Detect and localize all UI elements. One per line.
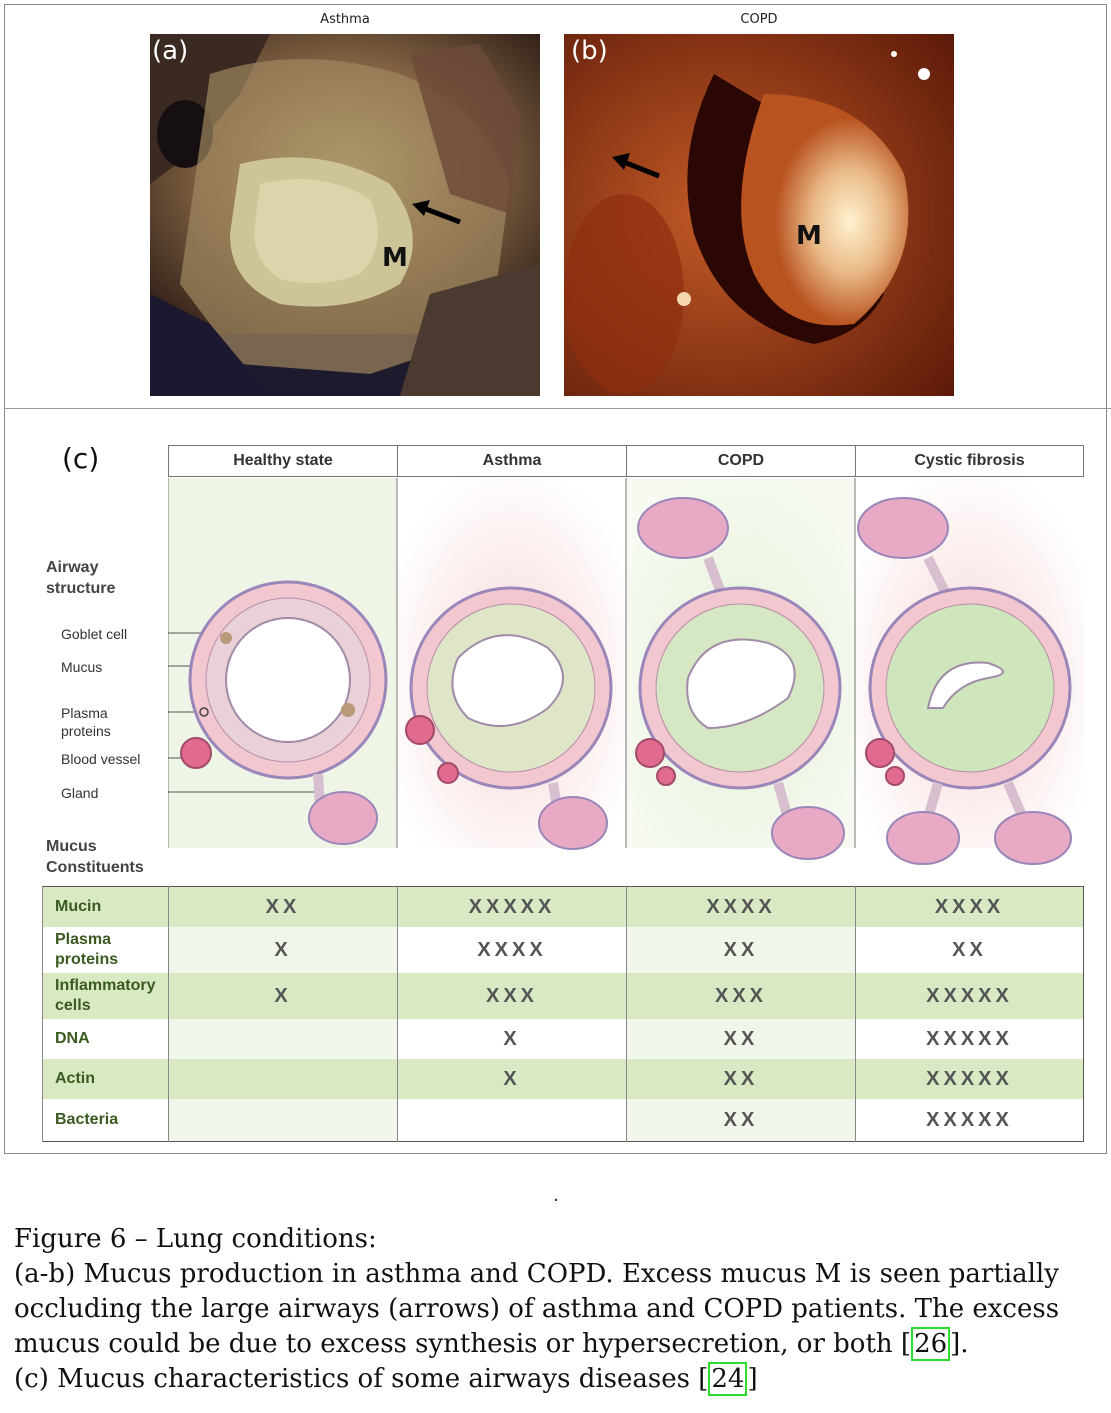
label-mucus: Mucus — [61, 658, 102, 676]
constituent-value-cell: XXXXX — [856, 1059, 1084, 1099]
constituent-value-cell: XXXXX — [856, 1099, 1084, 1142]
citation-link-24[interactable]: 24 — [708, 1362, 747, 1396]
panel-c-letter: (c) — [62, 442, 99, 475]
constituent-value-cell: X — [169, 973, 398, 1019]
citation-link-26[interactable]: 26 — [911, 1327, 950, 1361]
constituent-value-cell: XX — [169, 887, 398, 928]
column-header-healthy: Healthy state — [168, 445, 398, 477]
constituent-label: DNA — [43, 1019, 169, 1059]
mucus-mark-b: M — [796, 221, 822, 251]
panel-b-title: COPD — [564, 12, 954, 27]
label-plasma-proteins: Plasma proteins — [61, 704, 111, 740]
constituent-value-cell: XX — [627, 1099, 856, 1142]
mucus-constituents-heading: Mucus Constituents — [46, 836, 144, 878]
constituent-value-cell — [169, 1099, 398, 1142]
column-header-asthma: Asthma — [397, 445, 627, 477]
constituent-value-cell: XXXX — [627, 887, 856, 928]
separator-dot: . — [553, 1185, 559, 1206]
constituent-value-cell: XXXXX — [398, 887, 627, 928]
constituent-label: Actin — [43, 1059, 169, 1099]
constituent-value-cell: XX — [627, 1019, 856, 1059]
column-header-cystic-fibrosis: Cystic fibrosis — [855, 445, 1084, 477]
caption-ab: (a-b) Mucus production in asthma and COP… — [14, 1257, 1109, 1362]
copd-airway-photo: M — [564, 34, 954, 396]
figure-caption: Figure 6 – Lung conditions: (a-b) Mucus … — [14, 1222, 1109, 1397]
label-blood-vessel: Blood vessel — [61, 750, 140, 768]
constituent-value-cell: X — [398, 1019, 627, 1059]
constituent-value-cell: XXXXX — [856, 1019, 1084, 1059]
constituent-label: Mucin — [43, 887, 169, 928]
constituent-value-cell — [169, 1059, 398, 1099]
constituent-value-cell: XX — [627, 927, 856, 973]
caption-title: Figure 6 – Lung conditions: — [14, 1222, 1109, 1257]
panel-divider — [4, 408, 1111, 409]
constituent-value-cell: XXXX — [856, 887, 1084, 928]
constituent-value-cell: XXXX — [398, 927, 627, 973]
constituent-value-cell: XX — [627, 1059, 856, 1099]
constituent-value-cell: XX — [856, 927, 1084, 973]
constituent-label: Bacteria — [43, 1099, 169, 1142]
caption-c: (c) Mucus characteristics of some airway… — [14, 1362, 1109, 1397]
airway-structure-heading: Airway structure — [46, 557, 115, 599]
mucus-mark-a: M — [382, 243, 408, 273]
panel-a-title: Asthma — [150, 12, 540, 27]
constituent-value-cell: XXX — [627, 973, 856, 1019]
label-goblet-cell: Goblet cell — [61, 625, 127, 643]
constituent-value-cell: XXXXX — [856, 973, 1084, 1019]
column-header-copd: COPD — [626, 445, 856, 477]
airway-illustration — [168, 478, 1084, 886]
constituent-value-cell — [398, 1099, 627, 1142]
panel-a-letter: (a) — [152, 36, 188, 66]
asthma-airway-photo: M — [150, 34, 540, 396]
constituent-value-cell: X — [169, 927, 398, 973]
constituent-value-cell — [169, 1019, 398, 1059]
label-gland: Gland — [61, 784, 98, 802]
panel-b-letter: (b) — [571, 36, 608, 66]
constituent-value-cell: XXX — [398, 973, 627, 1019]
constituent-value-cell: X — [398, 1059, 627, 1099]
